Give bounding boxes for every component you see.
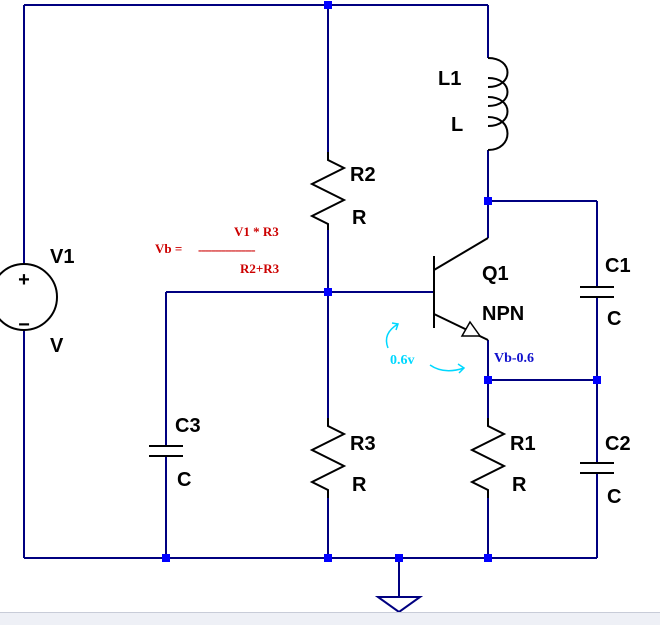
r1-value: R	[512, 474, 527, 496]
c1-value: C	[607, 308, 621, 330]
junction-nodes	[162, 1, 601, 562]
q1-name: Q1	[482, 263, 509, 285]
node-bottom-r1	[484, 554, 492, 562]
v1-value: V	[50, 335, 64, 357]
v1-name: V1	[50, 246, 74, 268]
vbe-arrow-up	[385, 323, 399, 349]
c3-capacitor: C3 C	[149, 415, 201, 491]
v1-plus-sign: +	[18, 269, 30, 291]
r1-resistor: R1 R	[469, 418, 536, 498]
colpitts-oscillator-schematic: + − V1 V L1 L R2 R R3 R R1 R C1 C C2 C	[0, 1, 631, 612]
q1-emitter-arrow	[460, 320, 482, 337]
r2-resistor: R2 R	[309, 152, 376, 230]
node-base	[324, 288, 332, 296]
q1-npn-transistor: Q1 NPN	[433, 237, 524, 341]
c3-name: C3	[175, 415, 201, 437]
c2-capacitor: C2 C	[580, 433, 631, 508]
v1-minus-sign: −	[18, 314, 30, 336]
vb-label: Vb =	[155, 241, 182, 256]
node-top-r2	[324, 1, 332, 9]
vb-fraction-line: -----------------	[198, 242, 255, 257]
vb-denominator: R2+R3	[240, 261, 280, 276]
node-bottom-r3	[324, 554, 332, 562]
l1-value: L	[451, 114, 463, 136]
l1-name: L1	[438, 68, 461, 90]
node-bottom-c3	[162, 554, 170, 562]
c1-name: C1	[605, 255, 631, 277]
vbe-drop-label: 0.6v	[390, 353, 415, 368]
r3-resistor: R3 R	[309, 418, 376, 498]
vb-numerator: V1 * R3	[234, 224, 279, 239]
node-c1-c2	[593, 376, 601, 384]
vbe-arrow-right	[429, 364, 465, 372]
q1-value: NPN	[482, 303, 524, 325]
c1-capacitor: C1 C	[580, 255, 631, 330]
r1-name: R1	[510, 433, 536, 455]
emitter-voltage-note: Vb-0.6	[494, 351, 534, 366]
v1-source: + − V1 V	[0, 246, 74, 357]
r3-name: R3	[350, 433, 376, 455]
r3-value: R	[352, 474, 367, 496]
l1-inductor: L1 L	[438, 57, 509, 151]
r2-value: R	[352, 207, 367, 229]
node-collector	[484, 197, 492, 205]
node-bottom-ground	[395, 554, 403, 562]
vb-formula: V1 * R3 Vb = ----------------- R2+R3	[155, 224, 280, 276]
node-emitter	[484, 376, 492, 384]
c2-value: C	[607, 486, 621, 508]
wires	[23, 4, 598, 597]
ground-symbol	[374, 596, 424, 612]
window-bottom-edge	[0, 612, 660, 625]
c2-name: C2	[605, 433, 631, 455]
vbe-drop-note: 0.6v	[385, 322, 466, 374]
r2-name: R2	[350, 164, 376, 186]
c3-value: C	[177, 469, 191, 491]
